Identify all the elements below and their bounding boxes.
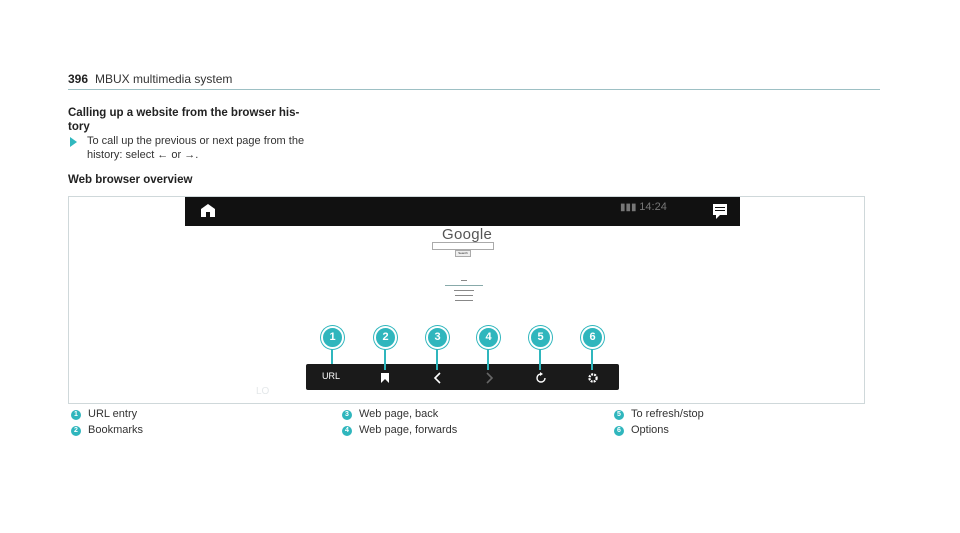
url-button[interactable]: URL [322, 371, 341, 381]
legend-marker-6: 6 [614, 426, 624, 436]
home-icon [201, 204, 215, 217]
google-logo-text: Google [442, 226, 493, 243]
header-rule [68, 89, 880, 90]
bookmark-icon [381, 373, 389, 383]
page-links [444, 280, 484, 302]
refresh-icon [536, 372, 546, 383]
search-input[interactable] [432, 242, 494, 250]
legend-text-5: To refresh/stop [631, 408, 704, 420]
options-button[interactable] [587, 371, 599, 383]
legend-marker-3: 3 [342, 410, 352, 420]
legend-marker-5: 5 [614, 410, 624, 420]
back-button[interactable] [432, 371, 444, 384]
legend-text-4: Web page, forwards [359, 424, 458, 436]
callout-leader-3 [436, 348, 438, 370]
chevron-right-icon [486, 372, 494, 384]
page-title: MBUX multimedia system [95, 72, 233, 86]
message-icon [713, 204, 727, 219]
legend-marker-1: 1 [71, 410, 81, 420]
home-button[interactable] [190, 198, 226, 224]
callout-leader-6 [591, 348, 593, 370]
callout-2: 2 [374, 326, 397, 349]
chevron-left-icon [433, 372, 441, 384]
step-instruction: To call up the previous or next page fro… [87, 135, 305, 161]
legend-text-6: Options [631, 424, 669, 436]
legend-text-2: Bookmarks [88, 424, 144, 436]
page-number: 396 [68, 72, 89, 86]
step-arrow-icon [70, 137, 77, 147]
legend-marker-4: 4 [342, 426, 352, 436]
overview-heading: Web browser overview [68, 174, 193, 186]
google-logo: Google [442, 226, 492, 243]
callout-leader-4 [487, 348, 489, 370]
screen-top-bar [185, 197, 740, 226]
legend-text-1: URL entry [88, 408, 138, 420]
callout-6: 6 [581, 326, 604, 349]
bookmarks-button[interactable] [379, 371, 391, 383]
status-area: ▮▮▮ 14:24 [620, 201, 667, 213]
callout-leader-5 [539, 348, 541, 370]
browser-toolbar [306, 364, 619, 390]
section-heading: Calling up a website from the browser hi… [68, 106, 323, 134]
signal-icon: ▮▮▮ [620, 202, 640, 213]
section-heading-text: Calling up a website from the browser hi… [68, 107, 300, 133]
message-button[interactable] [700, 198, 738, 224]
legend-marker-2: 2 [71, 426, 81, 436]
legend-text-3: Web page, back [359, 408, 439, 420]
callout-4: 4 [477, 326, 500, 349]
callout-5: 5 [529, 326, 552, 349]
callout-leader-2 [384, 348, 386, 370]
status-time: 14:24 [639, 201, 667, 213]
callout-1: 1 [321, 326, 344, 349]
refresh-button[interactable] [535, 371, 547, 383]
callout-3: 3 [426, 326, 449, 349]
forward-button[interactable] [483, 371, 495, 384]
callout-leader-1 [331, 348, 333, 364]
search-button[interactable]: Search [455, 250, 471, 257]
gear-icon [588, 373, 598, 383]
watermark-text: LO [256, 386, 270, 397]
